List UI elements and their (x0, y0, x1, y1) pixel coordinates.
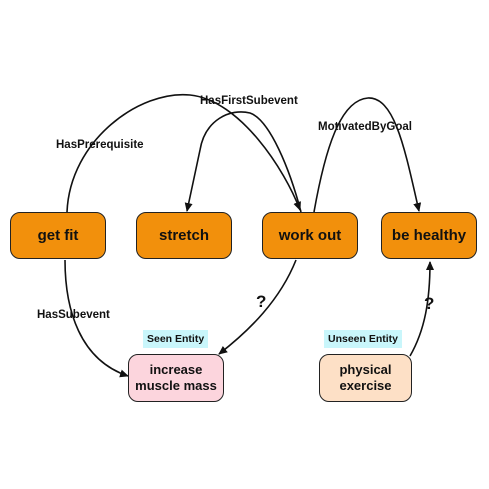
label-has-first-subevent: HasFirstSubevent (200, 95, 298, 107)
node-increase-muscle-mass: increase muscle mass (128, 354, 224, 402)
tag-unseen-entity: Unseen Entity (324, 330, 403, 348)
edge-has-first-subevent-a (184, 111, 302, 213)
node-physical-exercise: physical exercise (319, 354, 412, 402)
label-unknown-left: ? (256, 292, 267, 311)
edge-motivated-by-goal (313, 97, 422, 213)
label-unknown-right: ? (424, 294, 435, 313)
edge-unknown-right (409, 261, 434, 357)
edge-has-prerequisite (66, 93, 301, 213)
node-be-healthy: be healthy (381, 212, 477, 259)
node-stretch: stretch (136, 212, 232, 259)
edge-has-subevent (64, 259, 129, 378)
edge-unknown-left (218, 259, 297, 355)
node-work-out: work out (262, 212, 358, 259)
label-has-prerequisite: HasPrerequisite (56, 139, 144, 151)
label-motivated-by-goal: MotivatedByGoal (318, 121, 412, 133)
tag-seen-entity: Seen Entity (143, 330, 209, 348)
node-get-fit: get fit (10, 212, 106, 259)
label-has-subevent: HasSubevent (37, 309, 110, 321)
